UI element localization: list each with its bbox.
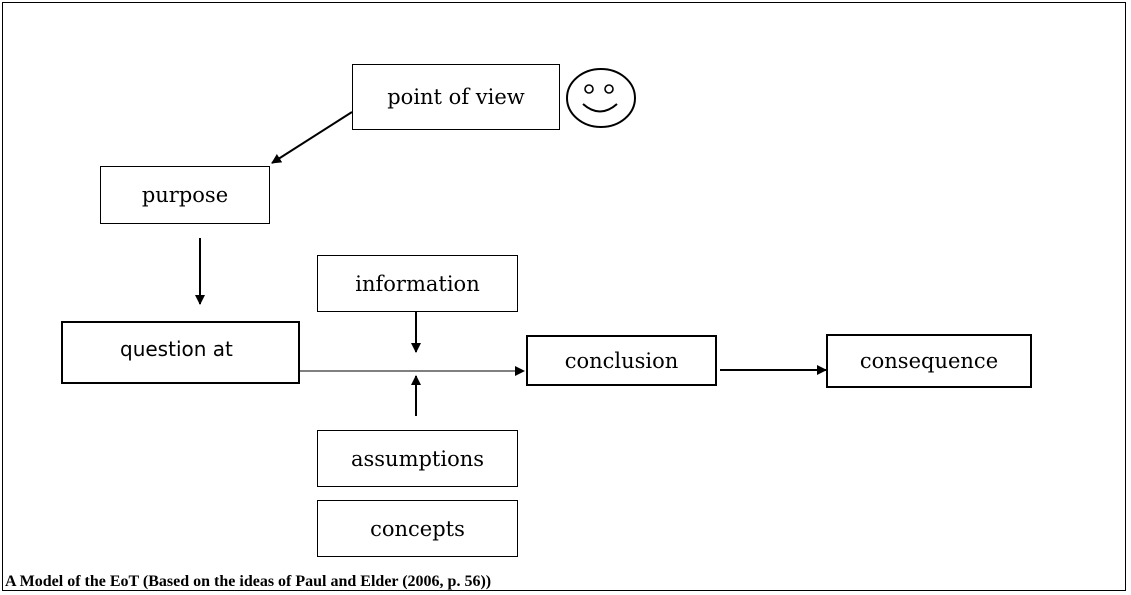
node-information-label: information [355, 271, 480, 296]
node-conclusion-label: conclusion [564, 348, 679, 373]
node-purpose-label: purpose [141, 183, 229, 207]
node-conclusion: conclusion [526, 335, 717, 386]
node-consequence: consequence [826, 334, 1032, 388]
smiley-face-icon [566, 68, 636, 128]
node-consequence-label: consequence [859, 349, 999, 373]
node-question-at-label: question at [120, 337, 233, 361]
node-purpose: purpose [100, 166, 270, 224]
node-concepts-label: concepts [370, 516, 465, 541]
node-point-of-view: point of view [352, 64, 560, 130]
node-question-at: question at [61, 321, 300, 384]
node-information: information [317, 255, 518, 312]
node-assumptions: assumptions [317, 430, 518, 487]
node-point-of-view-label: point of view [387, 85, 525, 109]
node-concepts: concepts [317, 500, 518, 557]
edge-point-of-view-to-purpose [271, 111, 353, 164]
node-assumptions-label: assumptions [350, 446, 485, 471]
figure-caption: A Model of the EoT (Based on the ideas o… [5, 573, 492, 590]
